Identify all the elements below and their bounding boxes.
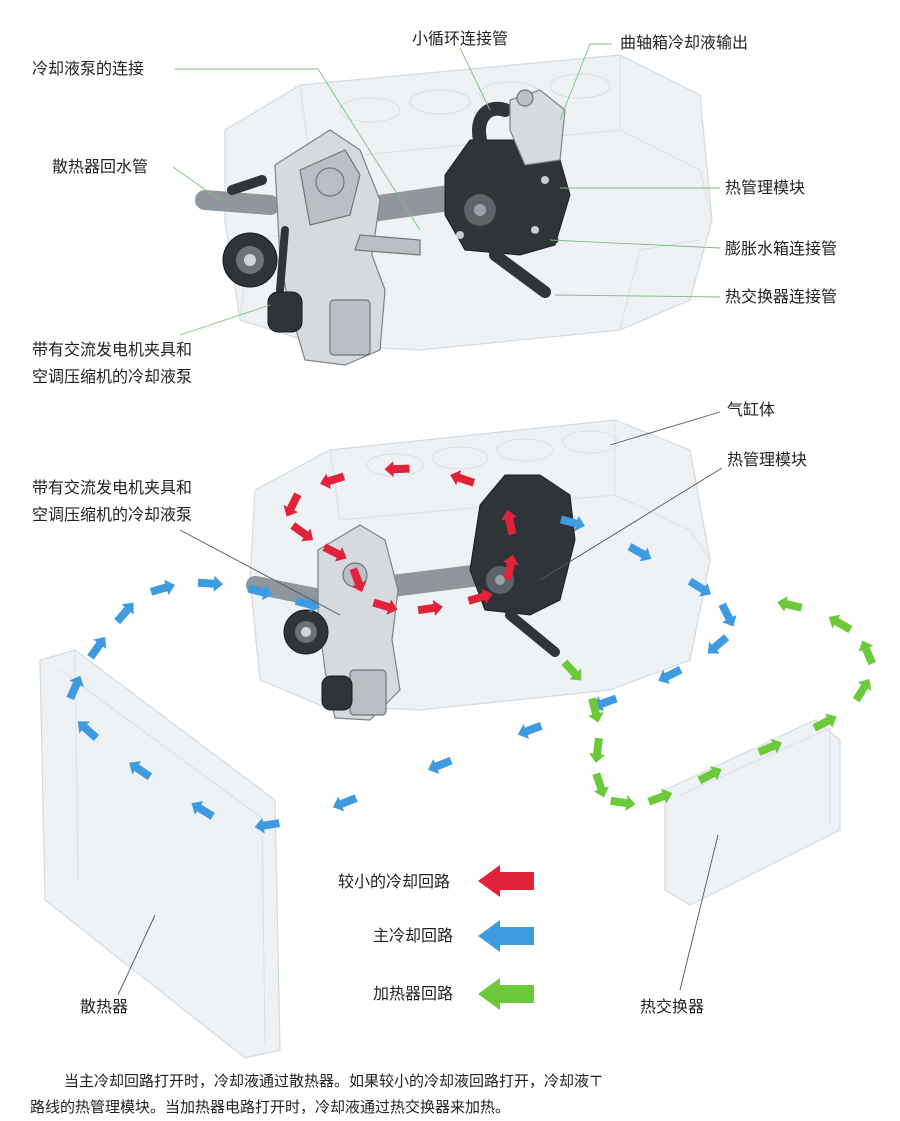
label-expansion-tank-pipe: 膨胀水箱连接管 [725, 239, 837, 258]
bottom-thermal-module [469, 474, 576, 616]
label-top-thermal-module: 热管理模块 [725, 178, 805, 197]
legend: 较小的冷却回路 主冷却回路 加热器回路 [338, 865, 534, 1010]
small-loop-arrow [384, 461, 410, 478]
small-loop-arrow [349, 567, 367, 593]
legend-label-small-loop: 较小的冷却回路 [338, 872, 450, 891]
label-heat-exchanger-pipe: 热交换器连接管 [725, 287, 837, 306]
legend-label-heater-loop: 加热器回路 [373, 984, 453, 1003]
top-pulley [222, 232, 278, 288]
top-thermal-module [444, 139, 571, 256]
heater-loop-arrow [852, 678, 872, 703]
heater-loop-arrow [858, 640, 876, 666]
main-loop-arrow [332, 794, 358, 812]
main-loop-arrow [559, 515, 586, 532]
main-loop-arrow [517, 722, 543, 739]
caption-line-2: 路线的热管理模块。当加热器电路打开时，冷却液通过热交换器来加热。 [30, 1098, 511, 1116]
main-loop-arrow [247, 584, 273, 601]
heater-loop-arrow [812, 713, 837, 732]
top-engine-assembly [195, 54, 713, 366]
heater-loop-arrow [697, 766, 722, 784]
label-small-loop-pipe: 小循环连接管 [412, 29, 508, 48]
heater-loop-arrow [828, 614, 853, 633]
heater-loop-arrow [777, 596, 803, 612]
label-bottom-pump-line1: 带有交流发电机夹具和 [32, 478, 192, 497]
main-loop-arrow [129, 761, 153, 780]
small-loop-arrow [450, 470, 476, 487]
label-heat-exchanger: 热交换器 [640, 997, 704, 1016]
main-loop-arrow [658, 666, 683, 684]
bottom-leaders [117, 411, 723, 996]
heater-loop-arrow [757, 738, 782, 756]
heater-loop-arrow [561, 659, 582, 681]
label-radiator-return: 散热器回水管 [52, 157, 148, 176]
heater-loop-arrow [610, 795, 636, 811]
label-top-pump-line2: 空调压缩机的冷却液泵 [32, 367, 192, 386]
bottom-pulley [283, 609, 329, 655]
label-pump-connection: 冷却液泵的连接 [32, 59, 144, 78]
caption: 当主冷却回路打开时，冷却液通过散热器。如果较小的冷却液回路打开，冷却液⊤ 路线的… [30, 1068, 890, 1120]
small-loop-arrow [372, 598, 398, 615]
caption-line-1: 当主冷却回路打开时，冷却液通过散热器。如果较小的冷却液回路打开，冷却液⊤ [64, 1072, 604, 1090]
main-loop-arrow [77, 721, 100, 741]
heat-exchanger-ghost [664, 719, 841, 906]
legend-label-main-loop: 主冷却回路 [373, 926, 453, 945]
main-loop-arrow [66, 675, 84, 701]
label-crankcase-outlet: 曲轴箱冷却液输出 [620, 33, 748, 52]
label-bottom-thermal-module: 热管理模块 [727, 450, 807, 469]
label-top-pump-line1: 带有交流发电机夹具和 [32, 340, 192, 359]
legend-arrow-main-loop [478, 920, 534, 952]
main-loop-arrow [687, 577, 712, 597]
bottom-engine-assembly [39, 419, 841, 1059]
legend-arrow-small-loop [478, 865, 534, 897]
label-radiator: 散热器 [80, 997, 128, 1016]
small-loop-arrow [283, 492, 302, 517]
legend-arrow-heater-loop [478, 978, 534, 1010]
main-loop-arrow [87, 636, 107, 660]
main-loop-arrow [707, 634, 730, 654]
small-loop-arrow [290, 522, 314, 542]
main-loop-arrow [427, 756, 453, 774]
heater-loop-arrow [589, 737, 605, 763]
top-leaders [172, 43, 721, 336]
small-loop-arrow [467, 588, 493, 605]
main-loop-arrow [149, 579, 175, 596]
main-loop-arrow [254, 817, 280, 834]
coolant-flow-arrows [66, 461, 876, 834]
main-loop-arrow [197, 575, 223, 592]
main-loop-arrow [718, 602, 737, 627]
small-loop-arrow [320, 472, 346, 489]
heater-loop-arrow [588, 697, 604, 723]
main-loop-arrow [114, 602, 134, 625]
small-loop-arrow [503, 554, 519, 581]
main-loop-arrow [592, 694, 618, 712]
main-loop-arrow [191, 801, 215, 820]
small-loop-arrow [322, 543, 347, 562]
main-loop-arrow [627, 543, 652, 562]
small-loop-arrow [417, 600, 443, 616]
heater-loop-arrow [647, 788, 673, 806]
label-cylinder-block: 气缸体 [727, 400, 775, 419]
small-loop-arrow [501, 509, 517, 536]
label-bottom-pump-line2: 空调压缩机的冷却液泵 [32, 505, 192, 524]
heater-loop-arrow [592, 772, 609, 798]
radiator-ghost [39, 649, 281, 1059]
